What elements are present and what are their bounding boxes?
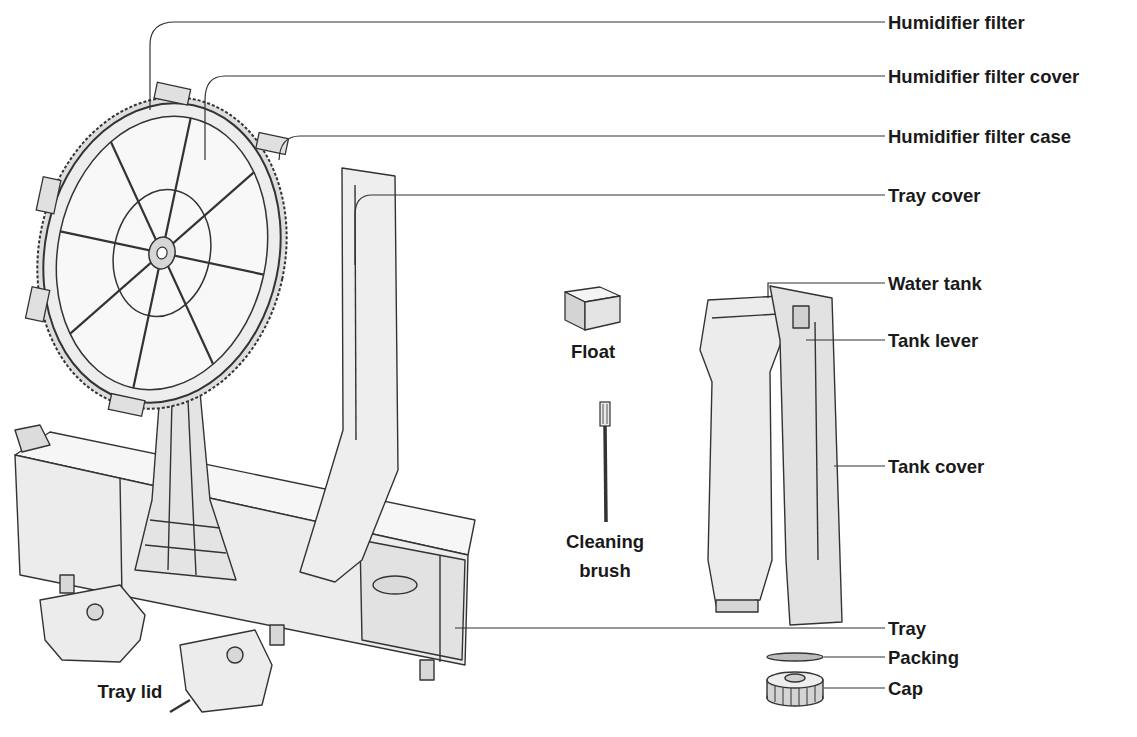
part-label: Humidifier filter	[888, 8, 1025, 37]
filter-hub-hole	[156, 246, 168, 260]
part-label: Packing	[888, 643, 959, 672]
cap-top	[767, 672, 823, 688]
tray-foot	[270, 625, 284, 645]
tray-right-box	[360, 540, 465, 660]
part-label: Float	[548, 337, 638, 366]
spoke	[70, 142, 254, 364]
leader-line	[355, 195, 885, 265]
float-side	[585, 296, 620, 330]
tray-lids	[40, 585, 272, 712]
cap-center	[785, 674, 805, 682]
part-label: Cap	[888, 674, 923, 703]
tray-cover-panel	[300, 168, 398, 582]
tray-cover	[300, 168, 398, 582]
leader-line	[150, 22, 885, 110]
part-label: Tray lid	[75, 677, 185, 706]
part-label: Cleaning brush	[550, 527, 660, 585]
tray-foot	[60, 575, 74, 593]
part-label: Tray cover	[888, 181, 981, 210]
part-label: Humidifier filter cover	[888, 62, 1079, 91]
leader-line	[279, 136, 885, 160]
float-front	[565, 292, 585, 330]
spoke	[60, 231, 263, 274]
part-label: Tank lever	[888, 326, 978, 355]
filter-ring	[102, 180, 223, 325]
tray-foot	[420, 660, 434, 680]
spoke	[133, 118, 190, 388]
brush-head	[600, 402, 610, 426]
bristle	[607, 404, 608, 424]
filter-tab	[154, 82, 191, 105]
cleaning-brush	[600, 402, 610, 522]
filter-tab	[36, 177, 61, 214]
tray-lid-knob	[87, 604, 103, 620]
part-label: Water tank	[888, 269, 982, 298]
tray-edge	[120, 478, 122, 598]
tank-cover-slot	[815, 322, 818, 560]
packing-ring	[767, 653, 823, 661]
filter-hub	[146, 235, 178, 272]
tank-body	[700, 296, 782, 605]
leader-line	[834, 465, 885, 466]
brush-handle	[605, 425, 606, 522]
tray-lid-tip	[170, 700, 190, 712]
tray-lid-knob	[227, 647, 243, 663]
stand-rib	[168, 400, 172, 570]
tank-cover-panel	[770, 286, 842, 625]
leader-line	[768, 283, 885, 298]
spoke	[70, 142, 254, 364]
packing-and-cap	[767, 653, 823, 706]
tray-lid-shape	[180, 630, 272, 712]
cap-ridges	[775, 686, 815, 706]
part-label: Humidifier filter case	[888, 122, 1071, 151]
filter-tab	[108, 394, 145, 417]
part-label: Tank cover	[888, 452, 984, 481]
tank-lever-part	[793, 306, 809, 328]
tray-edge	[439, 555, 440, 662]
filter-spokes	[32, 96, 293, 409]
humidifier-filter	[0, 63, 317, 439]
tank-rim	[712, 314, 778, 318]
tray-handle	[15, 425, 50, 452]
tray-valve	[373, 576, 417, 594]
leader-line	[824, 656, 885, 657]
filter-tab	[25, 287, 49, 322]
filter-cover	[32, 96, 293, 409]
leader-line	[205, 76, 885, 160]
leader-line	[455, 627, 885, 628]
stand-rib	[150, 520, 220, 528]
leader-line	[806, 339, 885, 340]
float	[565, 287, 620, 330]
water-tank	[700, 286, 842, 625]
bristle	[603, 404, 604, 424]
leader-lines	[150, 22, 885, 688]
stand-rib	[145, 545, 226, 553]
part-label: Tray	[888, 614, 926, 643]
tray-lid-shape	[40, 585, 145, 662]
filter-stand	[135, 392, 236, 580]
filter-case	[16, 81, 308, 425]
leader-line	[824, 687, 885, 688]
tank-neck	[716, 600, 758, 612]
filter-case-edge	[9, 74, 315, 432]
